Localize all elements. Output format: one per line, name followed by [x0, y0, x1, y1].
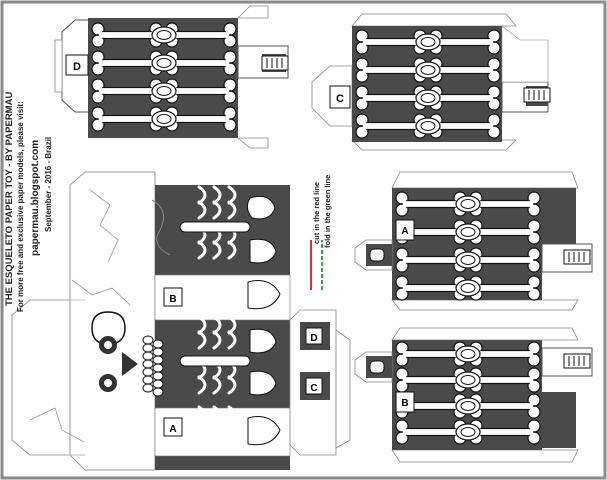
tooth: [152, 355, 164, 365]
tooth: [142, 335, 154, 345]
tooth: [152, 379, 164, 389]
rib: [197, 375, 207, 395]
credit-date: September - 2016 - Brazil: [44, 136, 53, 232]
tooth: [152, 347, 164, 357]
tooth: [142, 351, 154, 361]
rib: [197, 200, 207, 220]
tab-d-marker: [65, 54, 89, 76]
tab-d-label-body: D: [310, 333, 317, 344]
limb-a-joint: [455, 195, 481, 213]
limb-b-joint: [455, 371, 481, 389]
credit-line2: For more free and exclusive paper models…: [16, 101, 25, 312]
legend-cut: cut in the red line: [312, 181, 321, 244]
limb-piece-b: B: [354, 327, 593, 463]
tooth: [142, 343, 154, 353]
limb-c-joint: [415, 33, 441, 51]
limb-a-joint: [455, 223, 481, 241]
limb-b-joint: [455, 423, 481, 441]
rib: [197, 240, 207, 260]
rib: [212, 240, 222, 260]
rib: [197, 420, 207, 440]
limb-c-joint: [415, 117, 441, 135]
rib: [227, 375, 237, 395]
rib: [227, 420, 237, 440]
limb-piece-a: A: [354, 171, 593, 311]
limb-b-joint: [455, 345, 481, 363]
limb-piece-c: C: [311, 13, 551, 151]
rib: [227, 200, 237, 220]
limb-d-joint: [151, 26, 177, 44]
tab-a-label-body: A: [169, 424, 176, 435]
rib: [212, 420, 222, 440]
rib: [197, 330, 207, 350]
rib: [212, 375, 222, 395]
limb-d-joint: [151, 54, 177, 72]
limb-b-joint: [455, 397, 481, 415]
tooth: [142, 383, 154, 393]
rib: [227, 240, 237, 260]
tab-a-label-limb: A: [401, 226, 408, 237]
body-piece: B A D C: [11, 171, 351, 471]
rib: [212, 290, 222, 310]
tooth: [152, 363, 164, 373]
tooth: [152, 387, 164, 397]
limb-d-joint: [151, 110, 177, 128]
tab-b-label-limb: B: [401, 398, 408, 409]
tooth: [142, 367, 154, 377]
tooth: [142, 359, 154, 369]
limb-a-joint: [455, 251, 481, 269]
tab-c-label-body: C: [310, 383, 317, 394]
credit-url: papermau.blogspot.com: [30, 139, 41, 256]
limb-a-joint: [455, 279, 481, 297]
rib: [227, 290, 237, 310]
limb-c-joint: [415, 61, 441, 79]
tab-c-label-top: C: [336, 93, 344, 105]
tooth: [152, 339, 164, 349]
tab-b-label-body: B: [169, 294, 176, 305]
tooth: [142, 375, 154, 385]
rib: [212, 330, 222, 350]
rib: [227, 330, 237, 350]
limb-piece-d: D: [54, 5, 289, 149]
limb-c-joint: [415, 89, 441, 107]
rib: [197, 290, 207, 310]
rib: [212, 200, 222, 220]
tooth: [152, 371, 164, 381]
limb-d-joint: [151, 82, 177, 100]
legend-fold: fold in the green line: [323, 174, 332, 248]
tab-d-label: D: [73, 61, 81, 73]
credit-title: THE ESQUELETO PAPER TOY - BY PAPERMAU: [4, 91, 15, 306]
